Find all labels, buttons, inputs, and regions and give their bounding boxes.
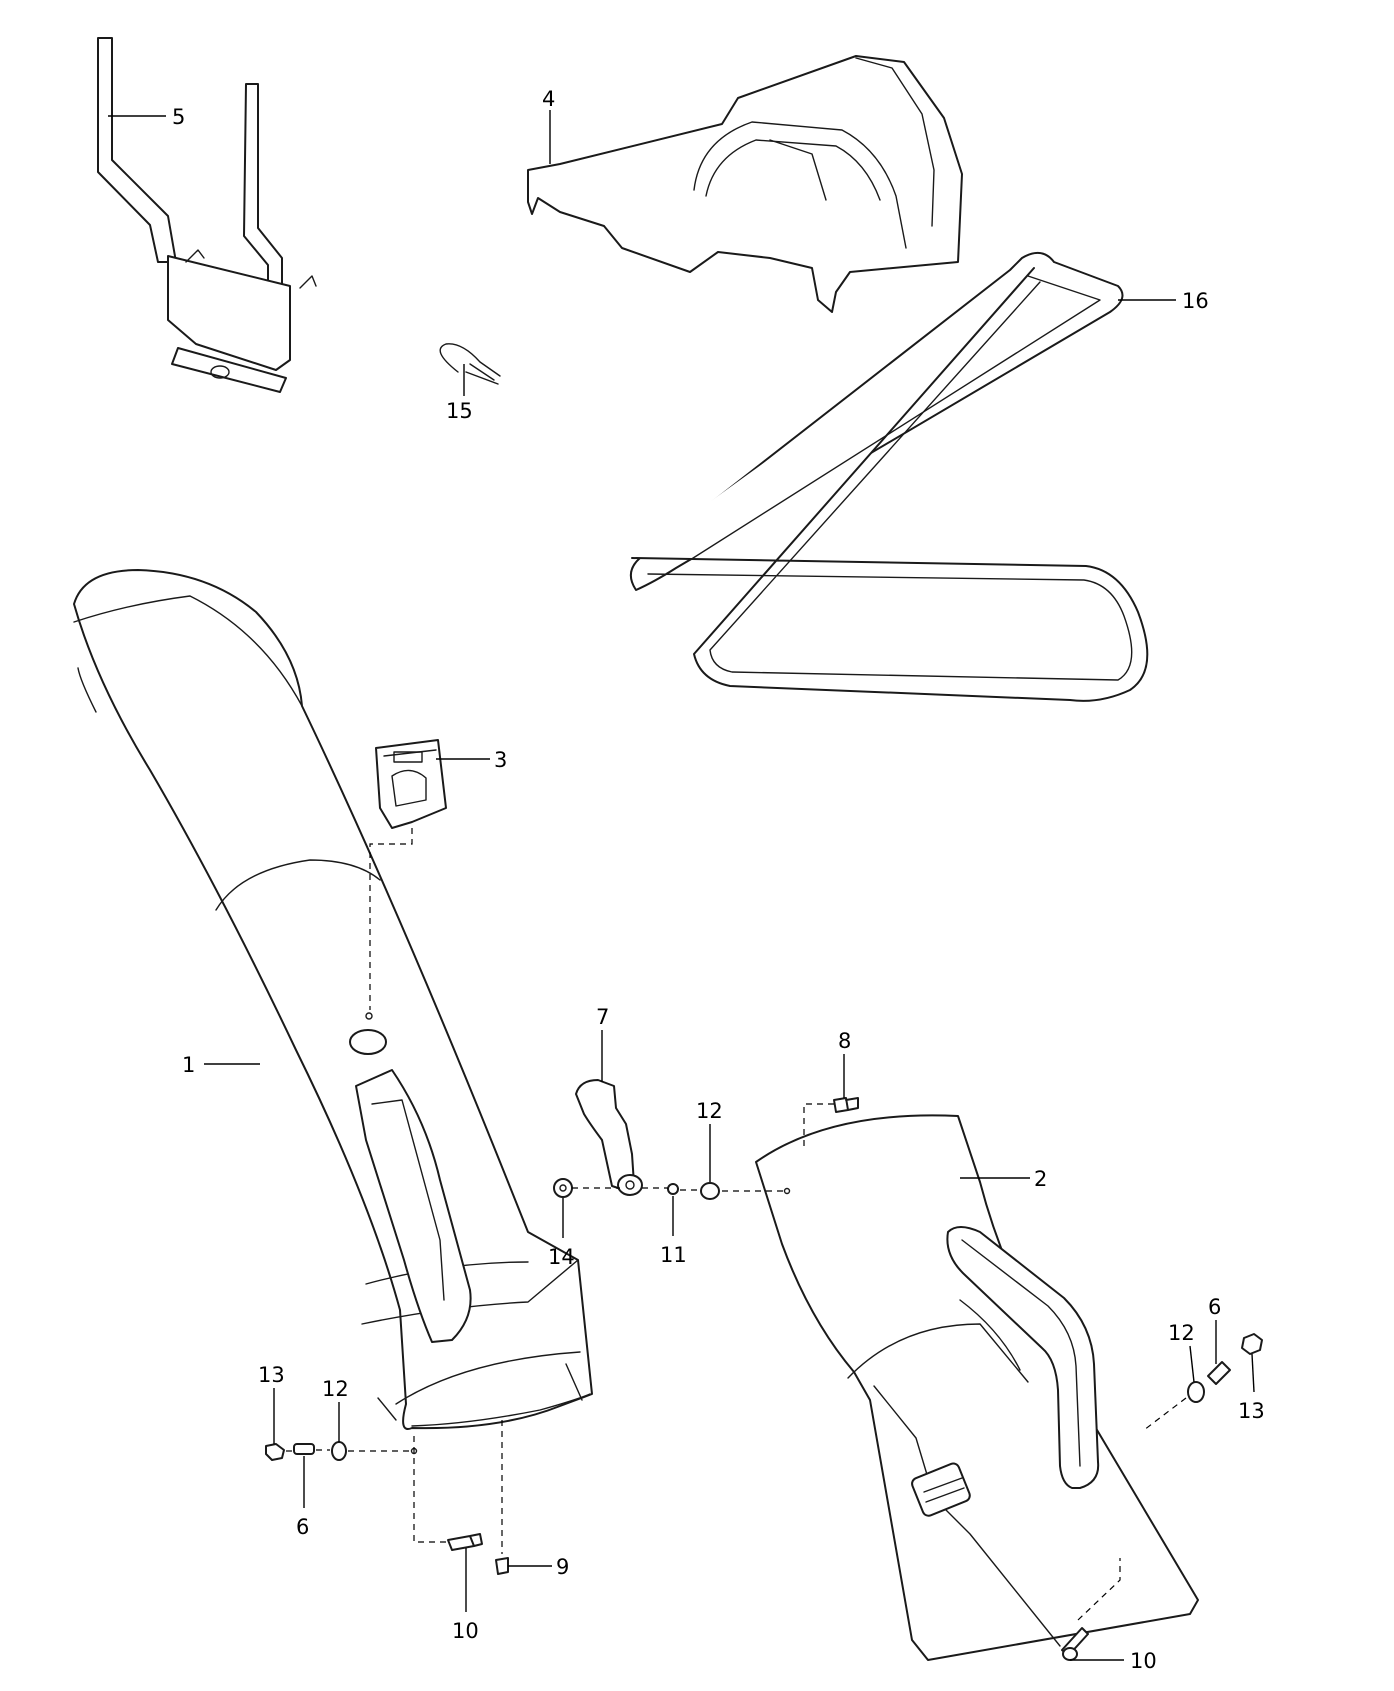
part-13-nut-right <box>1241 1333 1263 1355</box>
part-6-spacer-left <box>293 1443 315 1455</box>
part-4-belt-cover <box>527 55 963 313</box>
part-11-nut <box>667 1183 679 1195</box>
part-9-screw <box>495 1557 509 1575</box>
callout-9: 9 <box>556 1555 569 1579</box>
callout-12-left: 12 <box>322 1377 349 1401</box>
part-16-drive-belt <box>629 251 1149 702</box>
callout-5: 5 <box>172 105 185 129</box>
callout-10-right: 10 <box>1130 1649 1157 1673</box>
callout-10-left: 10 <box>452 1619 479 1643</box>
callout-12-mid: 12 <box>696 1099 723 1123</box>
callout-6-right: 6 <box>1208 1295 1221 1319</box>
callout-13-right: 13 <box>1238 1399 1265 1423</box>
part-15-hairpin-clip <box>439 343 501 385</box>
callout-6-left: 6 <box>296 1515 309 1539</box>
hardware <box>265 1097 1263 1661</box>
part-8-bolt <box>833 1097 859 1113</box>
part-12-washer-right <box>1187 1381 1205 1403</box>
part-7-crank <box>575 1079 643 1196</box>
callout-1: 1 <box>182 1053 195 1077</box>
callout-12-right: 12 <box>1168 1321 1195 1345</box>
part-12-washer-mid <box>700 1182 720 1200</box>
leader-lines <box>108 110 1255 1661</box>
part-5-handle-bracket <box>97 37 317 393</box>
callout-3: 3 <box>494 748 507 772</box>
assembly-lines <box>286 828 1187 1621</box>
part-10-bolt-left <box>447 1533 483 1551</box>
part-2-upper-chute <box>755 1114 1199 1661</box>
callout-14: 14 <box>548 1245 575 1269</box>
callout-labels: 5 4 15 16 3 1 7 8 12 2 14 11 13 12 6 9 1… <box>172 87 1265 1673</box>
callout-2: 2 <box>1034 1167 1047 1191</box>
callout-15: 15 <box>446 399 473 423</box>
callout-8: 8 <box>838 1029 851 1053</box>
part-12-washer-left <box>331 1441 347 1461</box>
part-14-bushing <box>553 1178 573 1198</box>
callout-7: 7 <box>596 1005 609 1029</box>
part-13-nut-left <box>265 1443 285 1461</box>
part-3-adjuster-block <box>375 739 447 829</box>
callout-13-left: 13 <box>258 1363 285 1387</box>
callout-11: 11 <box>660 1243 687 1267</box>
part-6-spacer-right <box>1207 1361 1231 1385</box>
part-1-lower-chute <box>73 569 593 1430</box>
callout-4: 4 <box>542 87 555 111</box>
callout-16: 16 <box>1182 289 1209 313</box>
